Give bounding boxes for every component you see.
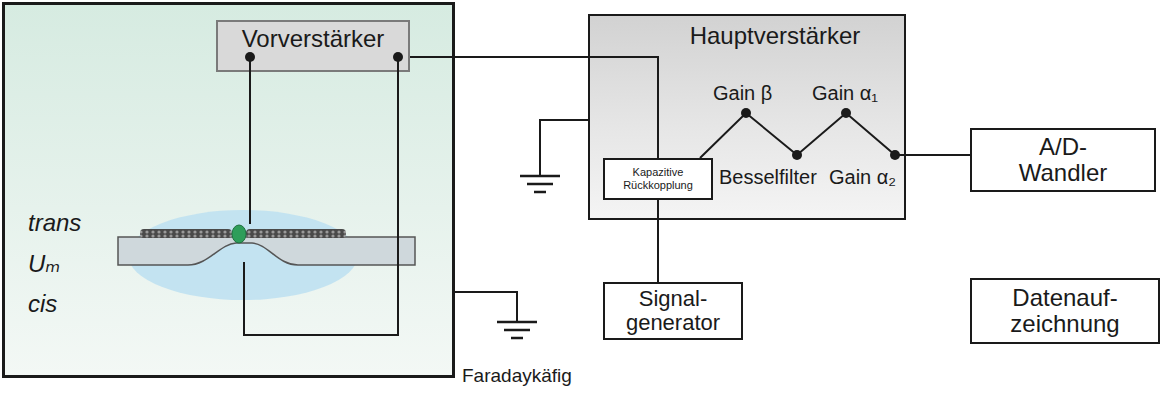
main-amplifier-box: HauptverstärkerKapazitive Rückkopplung xyxy=(588,14,906,220)
ground-symbol xyxy=(455,292,537,338)
box-label: Hauptverstärker xyxy=(690,22,861,50)
filter-label: Besselfilter xyxy=(719,166,817,189)
gain-label: Gain α₂ xyxy=(829,166,896,189)
support-chip xyxy=(118,237,415,265)
electrolyte-droplet xyxy=(128,210,358,300)
ad-converter-box: A/D- Wandler xyxy=(970,128,1156,192)
faraday-cage: FaradaykäfigVorverstärker xyxy=(2,2,455,378)
gain-label: Gain β xyxy=(713,82,772,105)
lipid-membrane xyxy=(140,229,346,238)
feedback-box: Kapazitive Rückkopplung xyxy=(603,158,713,200)
nanopore-protein xyxy=(232,225,246,243)
box-label: A/D- Wandler xyxy=(1003,134,1123,187)
side-label: cis xyxy=(28,290,57,318)
connector-line xyxy=(906,154,970,156)
gain-filter-chain xyxy=(700,108,906,160)
ground-symbol xyxy=(520,120,588,192)
voltage-label: Uₘ xyxy=(28,250,60,278)
preamplifier-box: Vorverstärker xyxy=(216,20,410,72)
cage-heading: Faradaykäfig xyxy=(462,365,572,387)
side-label: trans xyxy=(28,209,81,237)
data-recording-box: Datenauf- zeichnung xyxy=(970,278,1160,344)
box-label: Kapazitive Rückkopplung xyxy=(607,166,709,191)
electrode-wires xyxy=(244,52,403,335)
signal-generator-box: Signal- generator xyxy=(603,282,743,340)
box-label: Vorverstärker xyxy=(242,25,385,53)
gain-label: Gain α₁ xyxy=(812,82,878,105)
box-label: Signal- generator xyxy=(613,287,733,335)
box-label: Datenauf- zeichnung xyxy=(980,285,1150,338)
